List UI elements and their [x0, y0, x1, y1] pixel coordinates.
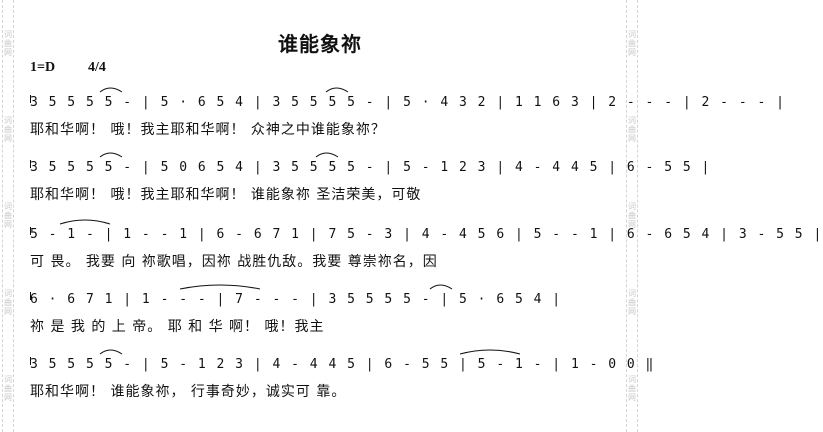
tie-slurs	[99, 152, 339, 158]
notation-line: 3 5 5 5 5 - | 5 0 6 5 4 | 3 5 5 5 5 - | …	[30, 159, 709, 182]
lyrics-line: 耶和华啊！ 谁能象祢， 行事奇妙，诚实可 靠。	[30, 384, 347, 400]
time-signature: 4/4	[88, 60, 106, 75]
notation-line: 3 5 5 5 5 - | 5 - 1 2 3 | 4 - 4 4 5 | 6 …	[30, 356, 653, 379]
lyrics-line: 耶和华啊！ 哦！我主耶和华啊！ 谁能象祢 圣洁荣美，可敬	[30, 187, 422, 203]
watermark-text: 词曲网	[628, 288, 636, 316]
watermark-text: 词曲网	[628, 116, 636, 144]
score-line-4: 6 · 6 7 1 | 1 - - - | 7 - - - | 3 5 5 5 …	[30, 284, 610, 336]
tie-slurs	[99, 349, 521, 355]
score-line-3: 5 - 1 - | 1 - - 1 | 6 - 6 7 1 | 7 5 - 3 …	[30, 219, 821, 271]
tie-slurs	[99, 87, 349, 93]
lyrics-line: 耶和华啊！ 哦！我主耶和华啊！ 众神之中谁能象祢？	[30, 122, 386, 138]
watermark-text: 词曲网	[4, 116, 12, 144]
notation-line: 3 5 5 5 5 - | 5 · 6 5 4 | 3 5 5 5 5 - | …	[30, 94, 784, 117]
lyrics-line: 祢 是 我 的 上 帝。 耶 和 华 啊！ 哦！我主	[30, 319, 325, 335]
watermark-text: 词曲网	[4, 288, 12, 316]
watermark-text: 词曲网	[4, 29, 12, 57]
watermark-text: 词曲网	[628, 375, 636, 403]
score-line-2: 3 5 5 5 5 - | 5 0 6 5 4 | 3 5 5 5 5 - | …	[30, 152, 709, 204]
key-signature: 1=D	[30, 60, 56, 75]
tie-slurs	[59, 219, 111, 225]
watermark-text: 词曲网	[628, 202, 636, 230]
watermark-text: 词曲网	[628, 29, 636, 57]
watermark-strip-left: 词曲网 词曲网 词曲网 词曲网 词曲网	[2, 0, 14, 432]
notation-line: 6 · 6 7 1 | 1 - - - | 7 - - - | 3 5 5 5 …	[30, 291, 610, 314]
watermark-text: 词曲网	[4, 375, 12, 403]
score-line-5: 3 5 5 5 5 - | 5 - 1 2 3 | 4 - 4 4 5 | 6 …	[30, 349, 653, 401]
song-title: 谁能象祢	[278, 32, 362, 56]
watermark-strip-right: 词曲网 词曲网 词曲网 词曲网 词曲网	[626, 0, 638, 432]
notation-line: 5 - 1 - | 1 - - 1 | 6 - 6 7 1 | 7 5 - 3 …	[30, 226, 821, 249]
score-line-1: 3 5 5 5 5 - | 5 · 6 5 4 | 3 5 5 5 5 - | …	[30, 87, 784, 139]
tie-slurs	[179, 284, 453, 290]
watermark-text: 词曲网	[4, 202, 12, 230]
lyrics-line: 可 畏。 我要 向 祢歌唱，因祢 战胜仇敌。我要 尊崇祢名，因	[30, 254, 438, 270]
